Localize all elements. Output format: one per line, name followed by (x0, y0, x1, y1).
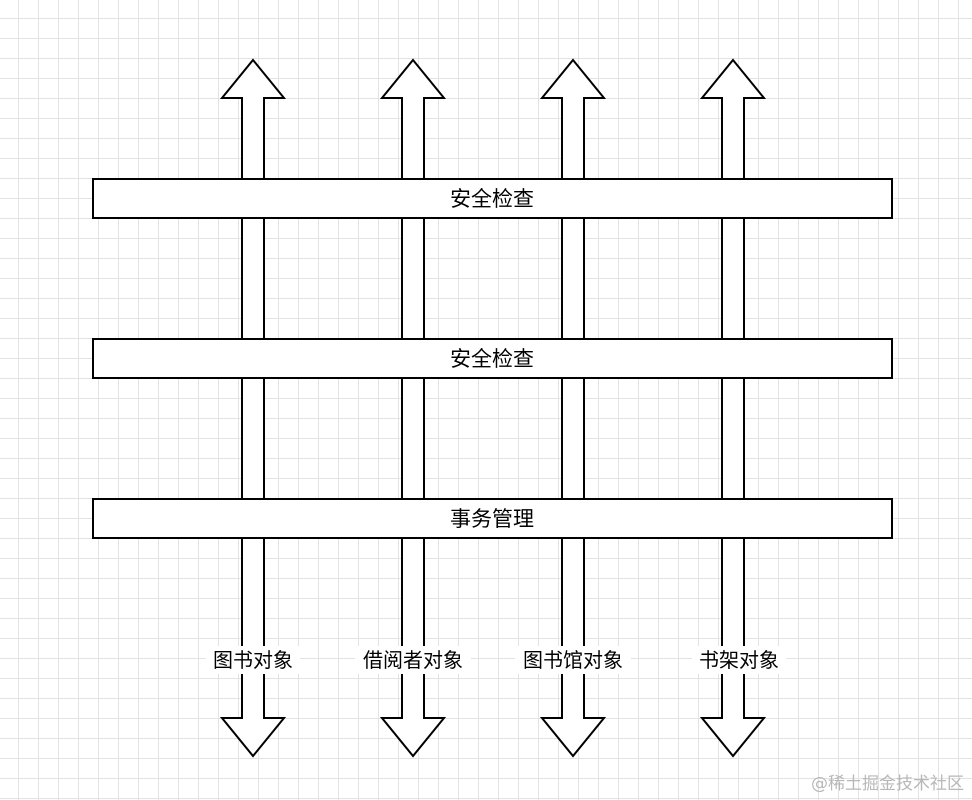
column-arrow-3 (539, 58, 607, 758)
column-label-1: 图书对象 (213, 648, 293, 672)
column-label-3: 图书馆对象 (523, 648, 623, 672)
column-arrow-2 (379, 58, 447, 758)
layer-bar-3: 事务管理 (92, 498, 893, 539)
column-labels: 图书对象 借阅者对象 图书馆对象 书架对象 (206, 646, 786, 674)
watermark-text: @稀土掘金技术社区 (811, 774, 964, 794)
column-arrow-4 (699, 58, 767, 758)
column-arrows (219, 58, 767, 758)
layer-bar-1: 安全检查 (92, 178, 893, 219)
column-arrow-1 (219, 58, 287, 758)
layer-label-3: 事务管理 (450, 507, 534, 531)
layer-bars: 安全检查 安全检查 事务管理 (92, 178, 893, 539)
column-label-2: 借阅者对象 (363, 648, 463, 672)
column-label-4: 书架对象 (699, 648, 779, 672)
layer-label-1: 安全检查 (450, 187, 534, 211)
layer-bar-2: 安全检查 (92, 338, 893, 379)
layer-label-2: 安全检查 (450, 347, 534, 371)
